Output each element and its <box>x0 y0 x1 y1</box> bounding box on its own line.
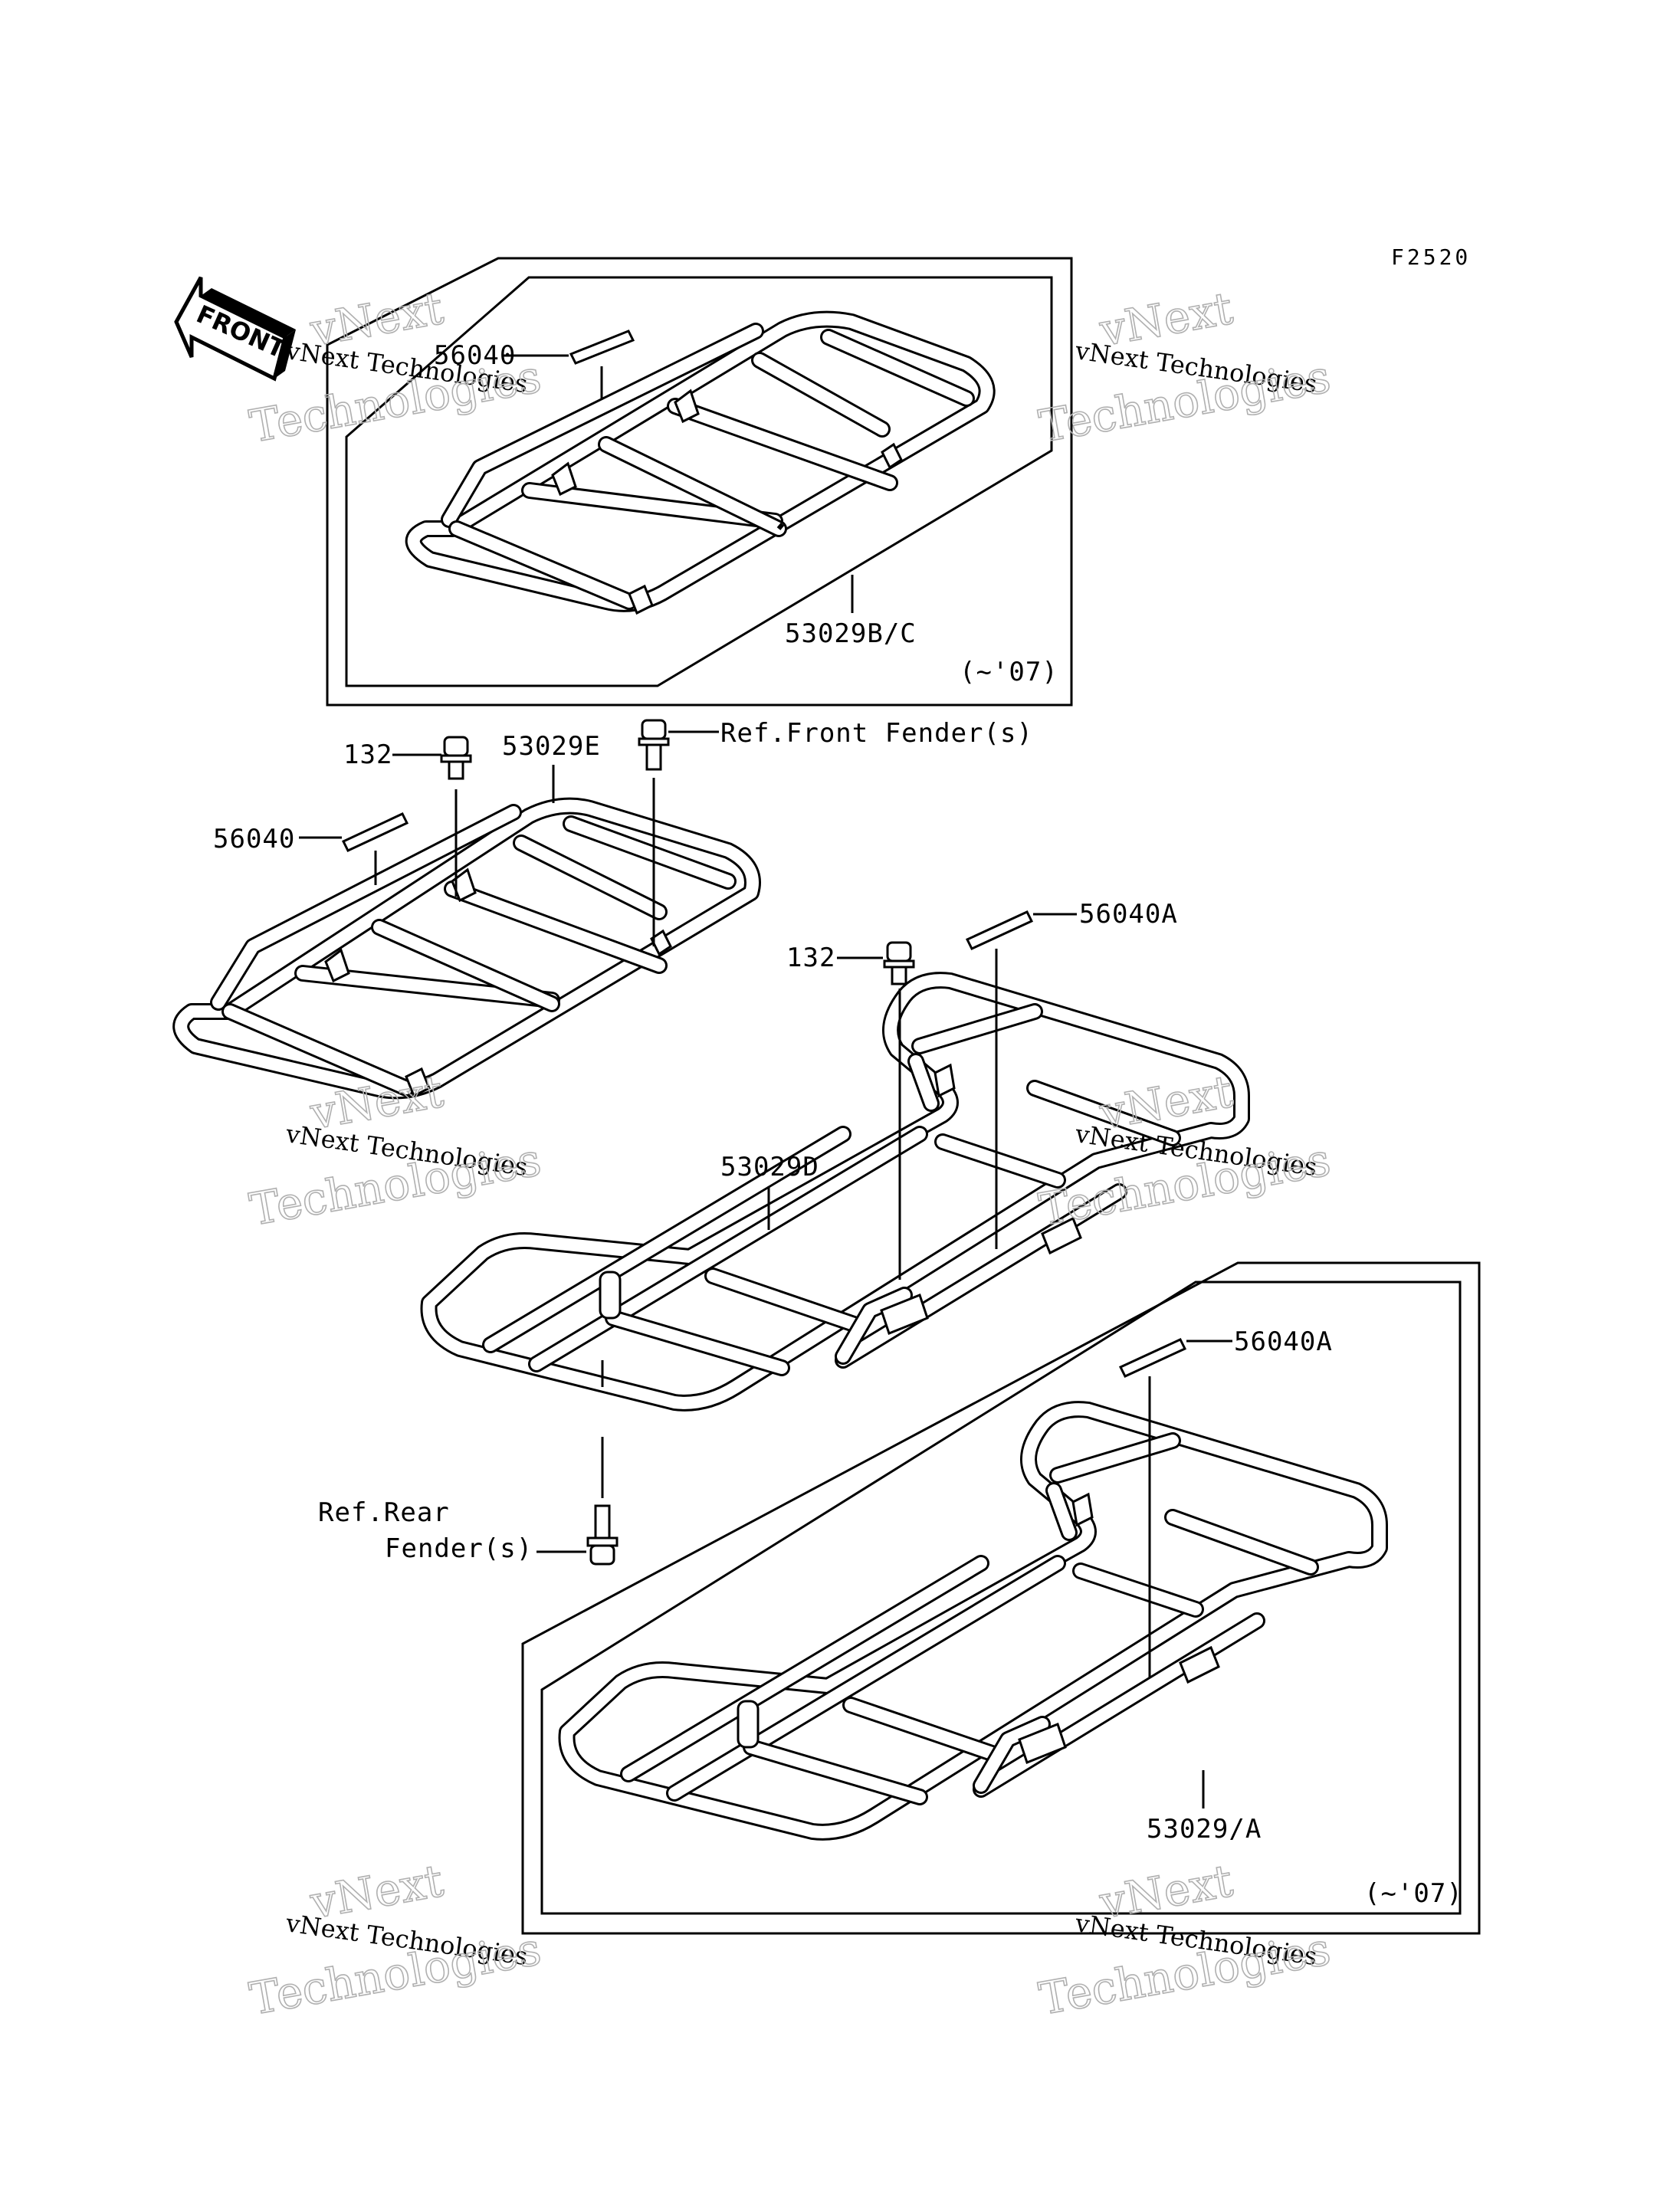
callout-132-front: 132 <box>343 739 392 770</box>
callout-53029e: 53029E <box>502 731 601 762</box>
watermark-6: vNext vNext Technologies Technologies <box>1035 1854 1334 2025</box>
rear-rack-53029d <box>420 972 1250 1412</box>
diagram-code: F2520 <box>1391 244 1471 270</box>
bolt-132-rear <box>883 941 915 985</box>
front-rack-53029e <box>172 797 761 1100</box>
bottom-inset-box <box>521 1261 1481 1935</box>
note-bottom-year: (~'07) <box>1364 1878 1463 1909</box>
ref-rear-fender-1: Ref.Rear <box>318 1497 450 1528</box>
callout-53029d: 53029D <box>720 1152 819 1182</box>
bolt-132-front <box>440 736 472 780</box>
ref-rear-fender-2: Fender(s) <box>385 1533 533 1564</box>
callout-53029a: 53029/A <box>1147 1814 1262 1844</box>
callout-56040a-rear: 56040A <box>1079 899 1178 930</box>
top-decal <box>569 330 635 365</box>
watermark-2: vNext vNext Technologies Technologies <box>1035 281 1334 453</box>
callout-56040-mid: 56040 <box>213 824 295 854</box>
top-rack-53029bc <box>405 310 996 615</box>
watermark-5: vNext vNext Technologies Technologies <box>245 1854 545 2025</box>
bolt-rear-fender <box>586 1504 619 1566</box>
mid-decal <box>341 812 409 852</box>
callout-56040a-bottom: 56040A <box>1234 1326 1333 1357</box>
callout-132-rear: 132 <box>786 943 835 973</box>
callout-53029bc: 53029B/C <box>785 618 917 649</box>
rear-decal <box>965 910 1034 950</box>
note-top-year: (~'07) <box>960 657 1058 687</box>
callout-56040-top: 56040 <box>434 340 516 371</box>
bottom-decal <box>1118 1338 1187 1378</box>
bottom-rack-53029a <box>558 1401 1388 1841</box>
ref-front-fender: Ref.Front Fender(s) <box>720 718 1033 749</box>
front-arrow-icon: FRONT <box>174 276 296 382</box>
top-inset-box <box>326 257 1073 707</box>
bolt-front-fender <box>638 719 670 771</box>
